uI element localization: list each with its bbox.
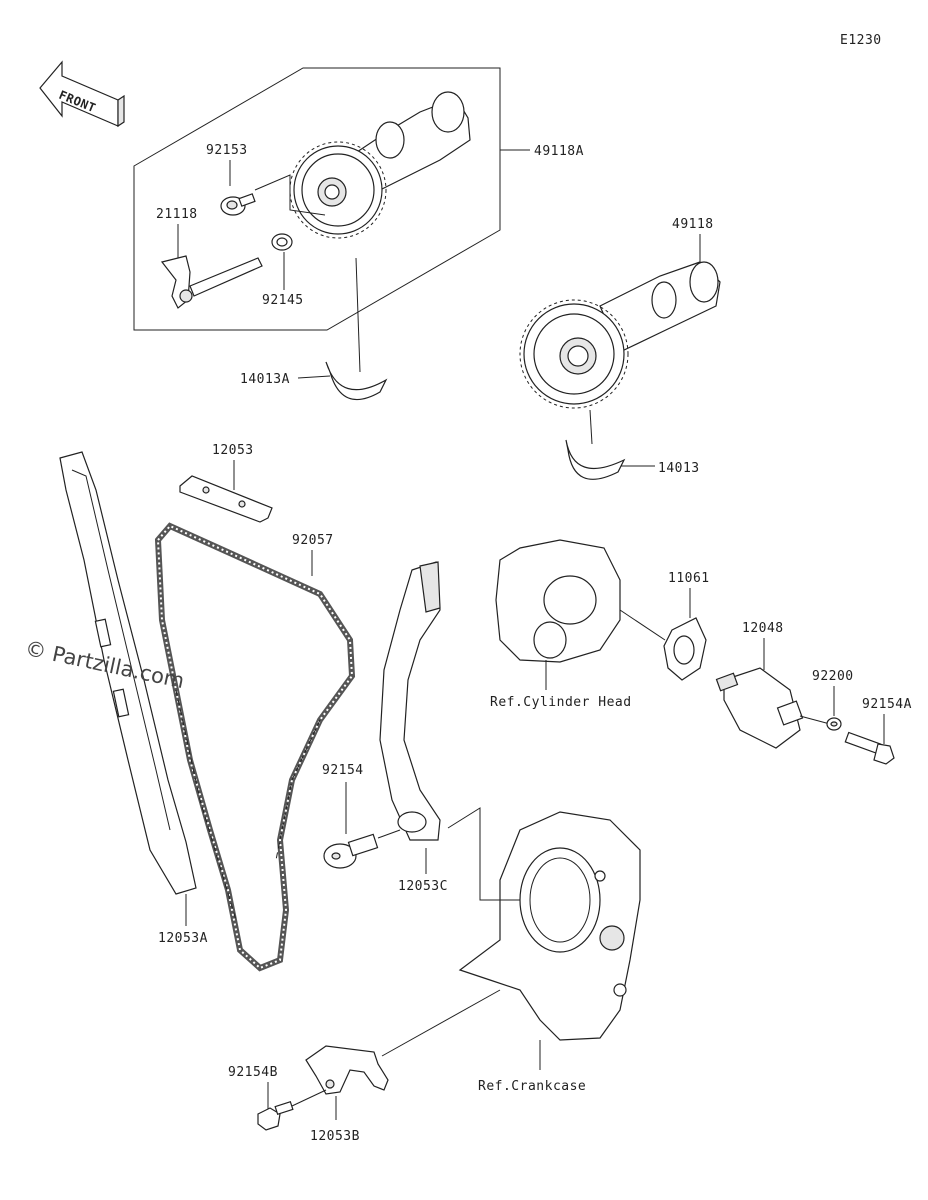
bolt-92154B bbox=[257, 1100, 294, 1131]
decompression-lever-21118 bbox=[160, 255, 263, 309]
label-49118: 49118 bbox=[672, 217, 714, 232]
camshaft-49118 bbox=[519, 261, 721, 409]
cylinder-head-ref bbox=[495, 539, 666, 663]
label-14013: 14013 bbox=[658, 461, 700, 476]
chain-guide-pad-12053 bbox=[179, 475, 273, 523]
crankcase-ref bbox=[458, 811, 641, 1041]
label-92154A: 92154A bbox=[862, 697, 912, 712]
camshaft-assembly-49118A bbox=[289, 91, 471, 239]
bracket-12053B bbox=[305, 1045, 389, 1095]
cam-chain-92057 bbox=[154, 522, 356, 972]
label-21118: 21118 bbox=[156, 207, 198, 222]
tensioner-12048 bbox=[715, 667, 804, 749]
assembly-box-49118A bbox=[133, 67, 501, 331]
bolt-92154 bbox=[323, 833, 379, 869]
diagram-code: E1230 bbox=[840, 33, 882, 48]
chain-guide-12053A bbox=[59, 451, 197, 895]
label-12053B: 12053B bbox=[310, 1129, 360, 1144]
ring-92145 bbox=[271, 233, 293, 251]
label-92154B: 92154B bbox=[228, 1065, 278, 1080]
label-92154: 92154 bbox=[322, 763, 364, 778]
label-ref-cylinder-head: Ref.Cylinder Head bbox=[490, 695, 632, 710]
label-12053A: 12053A bbox=[158, 931, 208, 946]
half-ring-14013A bbox=[325, 361, 388, 401]
label-12053: 12053 bbox=[212, 443, 254, 458]
front-arrow: FRONT bbox=[39, 60, 125, 128]
label-49118A: 49118A bbox=[534, 144, 584, 159]
label-11061: 11061 bbox=[668, 571, 710, 586]
label-92153: 92153 bbox=[206, 143, 248, 158]
label-ref-crankcase: Ref.Crankcase bbox=[478, 1079, 586, 1094]
label-14013A: 14013A bbox=[240, 372, 290, 387]
label-92145: 92145 bbox=[262, 293, 304, 308]
label-92200: 92200 bbox=[812, 669, 854, 684]
label-12048: 12048 bbox=[742, 621, 784, 636]
label-12053C: 12053C bbox=[398, 879, 448, 894]
label-92057: 92057 bbox=[292, 533, 334, 548]
tensioner-guide-12053C bbox=[379, 561, 441, 841]
bolt-92154A bbox=[844, 731, 895, 765]
half-ring-14013 bbox=[565, 439, 626, 480]
bolt-92153 bbox=[220, 193, 256, 216]
